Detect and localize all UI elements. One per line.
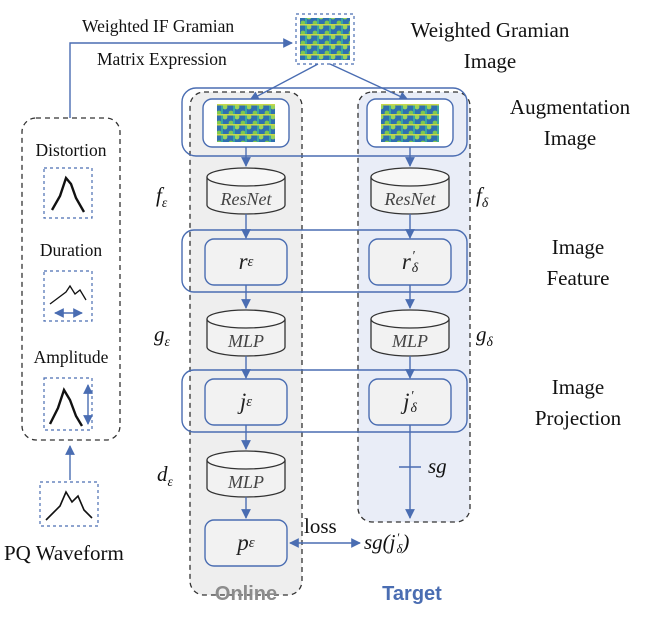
target-augmentation-image <box>381 104 439 142</box>
target-feature-label: r′δ <box>369 239 451 285</box>
expression-label-line2: Matrix Expression <box>97 49 227 69</box>
online-f-label: fε <box>156 183 168 211</box>
target-feature-symbol: r <box>401 249 411 274</box>
feature-label-line1: Image <box>551 235 605 259</box>
online-mlp1-label: MLP <box>228 330 264 351</box>
distortion-label: Distortion <box>35 140 107 160</box>
loss-label: loss <box>304 514 337 538</box>
expression-connector <box>69 38 293 118</box>
stopgrad-expression: sg(j′δ) <box>364 530 410 557</box>
amplitude-icon <box>43 377 93 431</box>
gramian-to-target-arrow <box>329 63 409 101</box>
target-mlp-label: MLP <box>392 330 428 351</box>
online-feature-sub: ε <box>247 253 254 270</box>
target-f-label: fδ <box>476 183 489 211</box>
feature-row-box <box>181 229 468 293</box>
target-projection-label: j′δ <box>369 379 451 425</box>
target-feature-sub: δ <box>411 260 419 275</box>
online-mlp2-label: MLP <box>228 471 264 492</box>
projection-label-line1: Image <box>551 375 605 399</box>
duration-icon <box>43 270 93 322</box>
online-feature-symbol: r <box>238 249 248 274</box>
gramian-label-line2: Image <box>463 49 517 73</box>
online-augmentation-image <box>217 104 275 142</box>
target-resnet-label: ResNet <box>384 188 436 209</box>
distortion-icon <box>43 167 93 219</box>
target-projection-prime: ′ <box>410 387 414 403</box>
gramian-to-online-arrow <box>249 63 319 101</box>
online-d-label: dε <box>157 462 173 490</box>
augmentation-label-line2: Image <box>543 126 597 150</box>
online-title: Online <box>214 583 278 605</box>
target-projection-sub: δ <box>410 400 417 415</box>
gramian-image <box>300 18 350 60</box>
duration-label: Duration <box>39 240 103 260</box>
target-feature-prime: ′ <box>411 247 415 263</box>
waveform-icon <box>39 481 99 527</box>
augmentation-row-box <box>181 87 468 157</box>
attribute-panel <box>21 117 121 441</box>
online-prediction-symbol: p <box>237 530 249 555</box>
augmentation-label-line1: Augmentation <box>509 95 631 119</box>
projection-row-box <box>181 369 468 433</box>
online-mlp2-cylinder <box>206 450 286 498</box>
online-resnet-cylinder <box>206 167 286 215</box>
online-mlp1-cylinder <box>206 309 286 357</box>
online-prediction-sub: ε <box>248 534 255 551</box>
amplitude-label: Amplitude <box>33 347 109 367</box>
online-projection-symbol: j <box>239 389 247 414</box>
target-mlp-cylinder <box>370 309 450 357</box>
online-resnet-label: ResNet <box>220 188 272 209</box>
projection-label-line2: Projection <box>534 406 622 430</box>
waveform-label: PQ Waveform <box>4 541 124 565</box>
online-prediction-box <box>204 519 288 567</box>
expression-label-line1: Weighted IF Gramian <box>82 16 235 36</box>
target-projection-symbol: j <box>403 389 410 414</box>
gramian-label-line1: Weighted Gramian <box>410 18 570 42</box>
feature-label-line2: Feature <box>546 266 610 290</box>
online-g-label: gε <box>154 322 170 350</box>
stopgrad-label: sg <box>428 454 447 478</box>
online-projection-sub: ε <box>246 393 253 410</box>
target-g-label: gδ <box>476 322 493 350</box>
target-title: Target <box>382 583 442 605</box>
